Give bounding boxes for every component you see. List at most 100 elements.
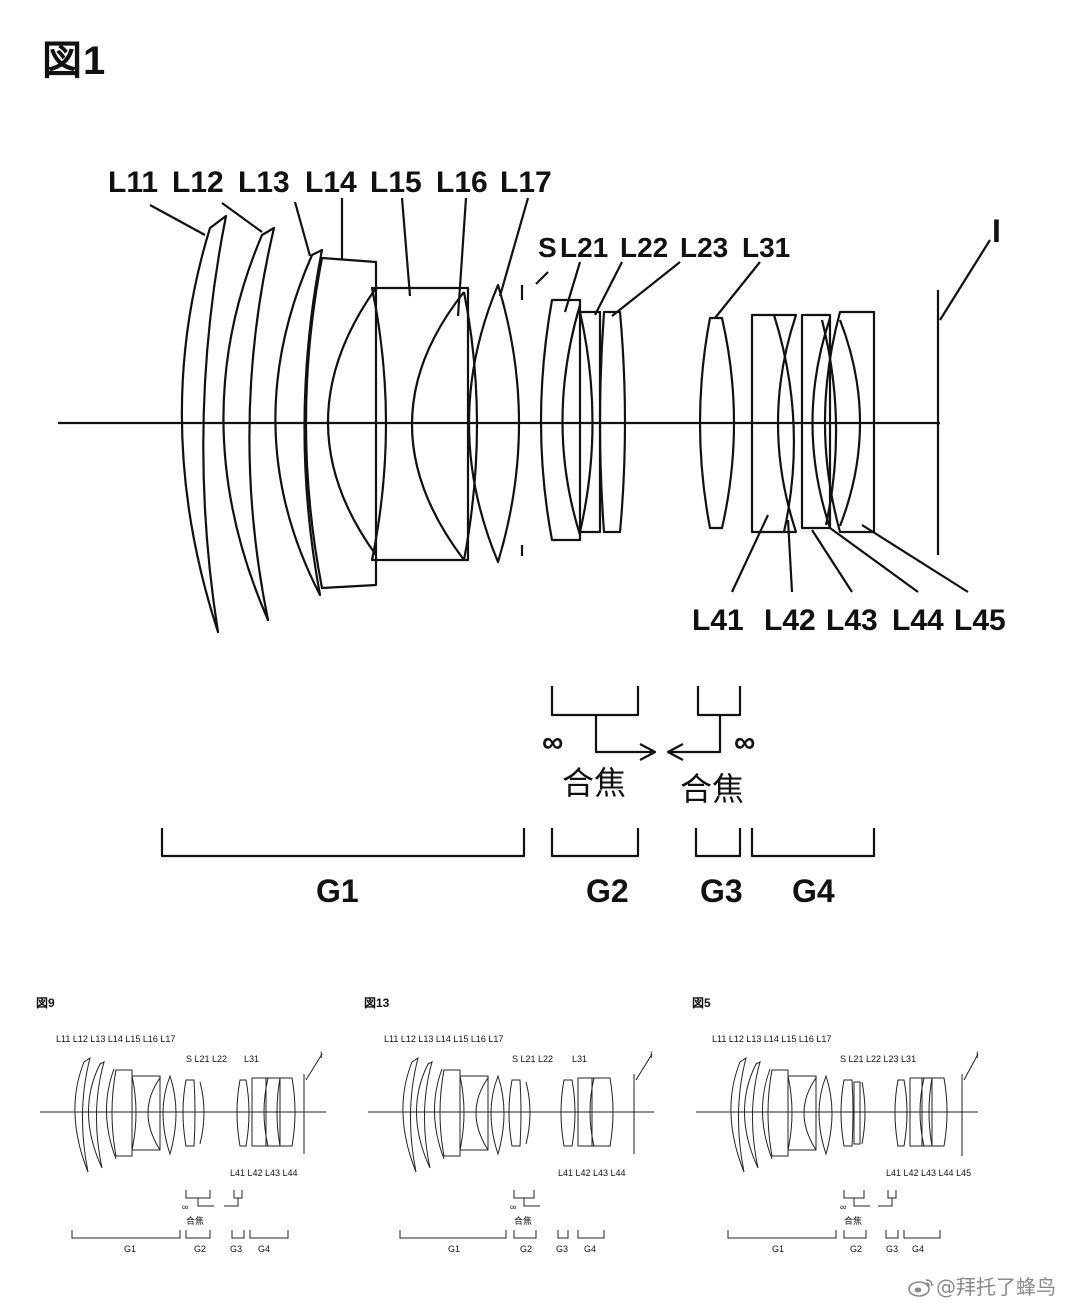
small-focus-label: 合焦 bbox=[514, 1215, 532, 1226]
lens-l15 bbox=[370, 286, 470, 562]
small-infinity: ∞ bbox=[182, 1202, 188, 1212]
label-l17: L17 bbox=[500, 166, 552, 199]
lens-l21 bbox=[539, 298, 582, 542]
label-l13: L13 bbox=[238, 166, 290, 199]
group-bracket-g2 bbox=[550, 828, 640, 858]
label-l43: L43 bbox=[826, 604, 878, 637]
small-group-g3: G3 bbox=[556, 1244, 568, 1254]
label-l23: L23 bbox=[680, 232, 728, 263]
lens-l41 bbox=[750, 313, 798, 534]
small-group-g4: G4 bbox=[258, 1244, 270, 1254]
group-bracket-g4 bbox=[750, 828, 876, 858]
small-image-label: I bbox=[320, 1050, 323, 1060]
lens-l22 bbox=[578, 310, 602, 534]
small-bottom-labels: L41 L42 L43 L44 L45 bbox=[886, 1168, 971, 1178]
label-stop: S bbox=[538, 232, 557, 263]
label-l11: L11 bbox=[108, 166, 158, 199]
leader-l43 bbox=[811, 529, 853, 593]
small-mid-labels-2: L31 bbox=[244, 1054, 259, 1064]
label-image-plane: I bbox=[992, 213, 1001, 249]
label-l41: L41 bbox=[692, 604, 744, 637]
label-l42: L42 bbox=[764, 604, 816, 637]
focus-arrowhead-g2 bbox=[639, 743, 657, 761]
mid-lens-labels: S L21 L22 L23 L31 bbox=[538, 232, 790, 263]
group-label-g4: G4 bbox=[792, 873, 835, 909]
watermark: @拜托了蜂鸟 bbox=[908, 1271, 1056, 1300]
group-bracket-g3 bbox=[694, 828, 742, 858]
small-image-label: I bbox=[976, 1050, 979, 1060]
small-top-labels: L11 L12 L13 L14 L15 L16 L17 bbox=[384, 1034, 503, 1044]
small-mid-labels-2: L31 bbox=[572, 1054, 587, 1064]
small-bottom-labels: L41 L42 L43 L44 bbox=[558, 1168, 626, 1178]
leader-l44 bbox=[829, 527, 919, 593]
focus-label-g3: 合焦 bbox=[680, 771, 744, 807]
lens-l12 bbox=[222, 226, 276, 622]
infinity-symbol-g2: ∞ bbox=[542, 726, 563, 759]
small-infinity: ∞ bbox=[510, 1202, 516, 1212]
group-bracket-g1 bbox=[160, 828, 526, 858]
infinity-symbol-g3: ∞ bbox=[734, 726, 755, 759]
label-l21: L21 bbox=[560, 232, 608, 263]
lens-l16 bbox=[410, 291, 465, 561]
small-image-label: I bbox=[650, 1050, 653, 1060]
group-label-g2: G2 bbox=[586, 873, 629, 909]
lens-l23 bbox=[598, 310, 627, 534]
label-l45: L45 bbox=[954, 604, 1006, 637]
group-label-g1: G1 bbox=[316, 873, 359, 909]
small-figure-title: 図13 bbox=[364, 996, 390, 1010]
small-mid-labels: S L21 L22 L23 L31 bbox=[840, 1054, 916, 1064]
leader-l45 bbox=[861, 524, 969, 593]
small-group-g3: G3 bbox=[230, 1244, 242, 1254]
lens-l45-b bbox=[838, 319, 862, 527]
small-figure-13: 図13 L11 L12 L13 L14 L15 L16 L bbox=[364, 994, 684, 1254]
leader-l42 bbox=[786, 519, 794, 593]
small-group-g1: G1 bbox=[772, 1244, 784, 1254]
lens-l44 bbox=[820, 319, 838, 526]
leader-l23 bbox=[611, 261, 681, 317]
group-label-g3: G3 bbox=[700, 873, 743, 909]
small-group-g1: G1 bbox=[124, 1244, 136, 1254]
lens-l16-b bbox=[462, 291, 479, 561]
leader-l13 bbox=[293, 201, 312, 257]
top-lens-labels: L11 L12 L13 L14 L15 L16 L17 bbox=[108, 166, 552, 199]
focus-bracket-g3 bbox=[696, 686, 742, 717]
leader-s bbox=[535, 271, 549, 285]
focus-arrow-g2 bbox=[594, 715, 652, 754]
label-l44: L44 bbox=[892, 604, 944, 637]
lens-l21-b bbox=[561, 304, 582, 536]
lens-l13 bbox=[274, 248, 324, 597]
small-mid-labels: S L21 L22 bbox=[512, 1054, 553, 1064]
small-top-labels: L11 L12 L13 L14 L15 L16 L17 bbox=[712, 1034, 831, 1044]
leader-l41 bbox=[731, 514, 769, 593]
lens-l42 bbox=[772, 314, 796, 533]
leader-l12 bbox=[221, 202, 263, 233]
small-group-g1: G1 bbox=[448, 1244, 460, 1254]
focus-label-g2: 合焦 bbox=[562, 765, 626, 801]
leader-l15 bbox=[400, 197, 412, 297]
lens-l43-b bbox=[811, 317, 832, 529]
small-mid-labels: S L21 L22 bbox=[186, 1054, 227, 1064]
label-l15: L15 bbox=[370, 166, 422, 199]
leader-l17 bbox=[498, 197, 530, 297]
main-lens-diagram: L11 L12 L13 L14 L15 L16 L17 S L21 L22 L2… bbox=[58, 166, 1006, 909]
leader-l16 bbox=[456, 197, 468, 317]
lens-l17 bbox=[467, 283, 521, 564]
label-l12: L12 bbox=[172, 166, 224, 199]
small-figure-5: 図5 bbox=[692, 994, 1022, 1254]
small-figure-title: 図5 bbox=[692, 996, 711, 1010]
small-group-g2: G2 bbox=[194, 1244, 206, 1254]
lens-l31 bbox=[698, 316, 736, 530]
small-top-labels: L11 L12 L13 L14 L15 L16 L17 bbox=[56, 1034, 175, 1044]
leader-l21 bbox=[563, 261, 582, 313]
small-bottom-labels: L41 L42 L43 L44 bbox=[230, 1168, 298, 1178]
watermark-text: @拜托了蜂鸟 bbox=[936, 1275, 1056, 1299]
label-l31: L31 bbox=[742, 232, 790, 263]
small-group-g2: G2 bbox=[520, 1244, 532, 1254]
figure-title: 図1 bbox=[42, 39, 107, 83]
focus-bracket-g2 bbox=[550, 686, 640, 717]
lens-l11 bbox=[180, 214, 228, 634]
small-lens-diagram: L11 L12 L13 L14 L15 L16 L17 S L21 L22 L3… bbox=[40, 1034, 326, 1254]
label-l16: L16 bbox=[436, 166, 488, 199]
lens-l14-inner bbox=[326, 287, 377, 556]
small-group-g3: G3 bbox=[886, 1244, 898, 1254]
